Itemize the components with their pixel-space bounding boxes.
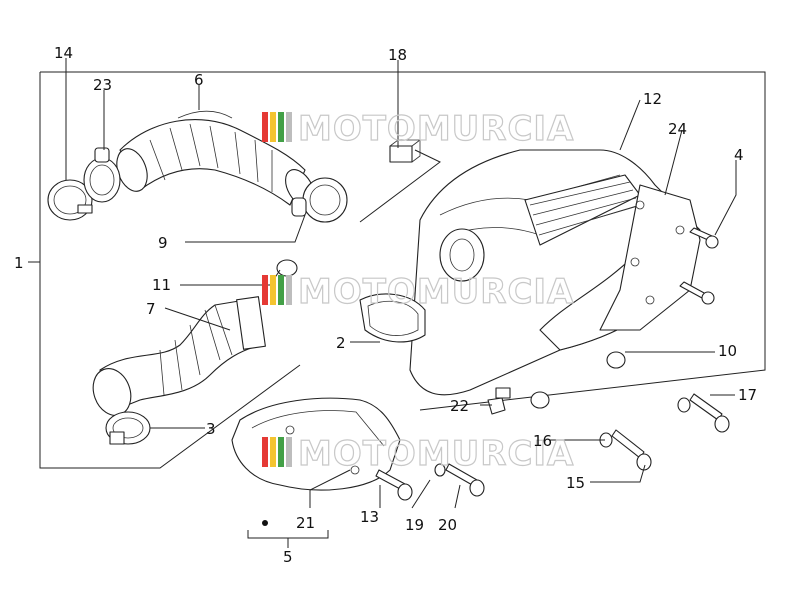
hose-clamp-23 bbox=[83, 147, 121, 203]
watermark-text: MOTOMURCIA bbox=[298, 109, 574, 149]
part-label-15: 15 bbox=[566, 474, 585, 492]
lower-plate-21 bbox=[231, 397, 401, 526]
part-label-23: 23 bbox=[93, 76, 112, 94]
hose-clamp-3 bbox=[105, 411, 151, 445]
watermark-text: MOTOMURCIA bbox=[298, 272, 574, 312]
clamp-11 bbox=[276, 259, 298, 277]
watermark-logo: MOTOMURCIA bbox=[262, 108, 574, 150]
part-label-7: 7 bbox=[146, 300, 156, 318]
hose-clamp-9 bbox=[291, 177, 348, 223]
part-label-22: 22 bbox=[450, 397, 469, 415]
screw-13 bbox=[375, 469, 413, 501]
part-label-19: 19 bbox=[405, 516, 424, 534]
watermark-logo: MOTOMURCIA bbox=[262, 271, 574, 313]
bolt-17 bbox=[689, 393, 730, 433]
leader-lines bbox=[65, 58, 737, 548]
watermark-text: MOTOMURCIA bbox=[298, 434, 574, 474]
part-label-3: 3 bbox=[206, 420, 216, 438]
part-label-21: 21 bbox=[296, 514, 315, 532]
washer-19 bbox=[434, 463, 446, 477]
screw-4 bbox=[679, 227, 719, 305]
watermark-logo: MOTOMURCIA bbox=[262, 433, 574, 475]
screw-20 bbox=[445, 463, 485, 497]
hose-clamp-14 bbox=[47, 179, 93, 221]
part-label-12: 12 bbox=[643, 90, 662, 108]
part-label-14: 14 bbox=[54, 44, 73, 62]
part-label-2: 2 bbox=[336, 334, 346, 352]
part-label-16: 16 bbox=[533, 432, 552, 450]
part-label-6: 6 bbox=[194, 71, 204, 89]
part-label-1: 1 bbox=[14, 254, 24, 272]
drain-plug-22 bbox=[487, 387, 511, 415]
assembly-frame bbox=[28, 71, 766, 469]
part-labels: 14 23 6 18 12 24 4 1 9 11 7 2 10 17 22 3… bbox=[14, 44, 757, 566]
part-label-4: 4 bbox=[734, 146, 744, 164]
intake-duct-7 bbox=[92, 296, 266, 416]
part-label-17: 17 bbox=[738, 386, 757, 404]
bolt-15 bbox=[611, 429, 652, 471]
clip-18 bbox=[389, 139, 422, 163]
part-label-20: 20 bbox=[438, 516, 457, 534]
clip-18-outline bbox=[359, 149, 441, 223]
part-label-11: 11 bbox=[152, 276, 171, 294]
part-label-10: 10 bbox=[718, 342, 737, 360]
housing-cover-24 bbox=[599, 184, 701, 331]
part-label-24: 24 bbox=[668, 120, 687, 138]
part-label-9: 9 bbox=[158, 234, 168, 252]
part-label-13: 13 bbox=[360, 508, 379, 526]
gasket-2 bbox=[359, 293, 426, 343]
spacer-10 bbox=[530, 351, 626, 409]
part-label-5: 5 bbox=[283, 548, 293, 566]
washer-16-17 bbox=[599, 397, 691, 448]
part-label-18: 18 bbox=[388, 46, 407, 64]
